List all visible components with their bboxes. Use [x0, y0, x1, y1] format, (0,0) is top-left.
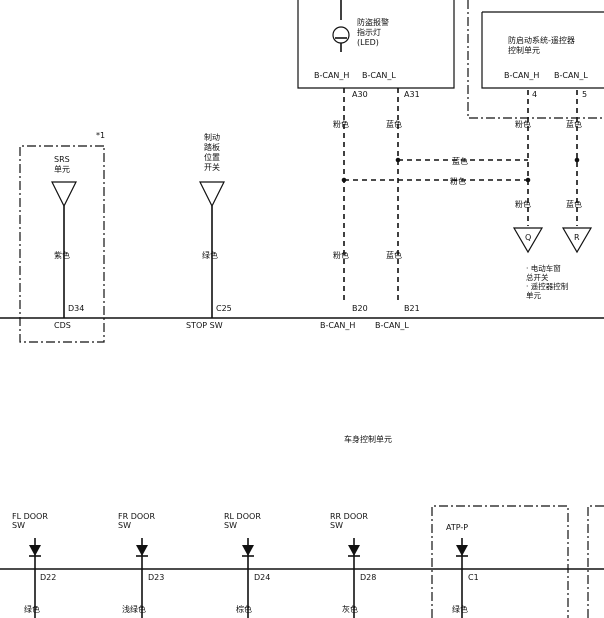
- srs-pin: CDS: [54, 321, 71, 330]
- antitheft-term-4: 4: [532, 90, 537, 99]
- antitheft-controller-module: 防启动系统-遥控器 控制单元 B-CAN_H B-CAN_L 4 5: [467, 0, 604, 119]
- rr-door-term: D28: [360, 573, 376, 582]
- connector-q-icon: [512, 227, 544, 254]
- body-control-unit-label: 车身控制单元: [344, 434, 392, 444]
- rr-door-label-1: RR DOOR: [330, 512, 368, 521]
- can-note-2: 总开关: [526, 272, 549, 282]
- atp-p-term: C1: [468, 573, 479, 582]
- brake-label-3: 位置: [204, 152, 220, 162]
- atp-p-switch: ATP-P C1 绿色: [446, 523, 479, 618]
- fl-door-label-1: FL DOOR: [12, 512, 48, 521]
- rl-door-color: 棕色: [236, 604, 252, 614]
- can-note-4: 单元: [526, 290, 541, 300]
- led-pin-l: B-CAN_L: [362, 71, 396, 80]
- led-label-3: (LED): [357, 38, 379, 47]
- atp-p-color: 绿色: [452, 604, 468, 614]
- atp-p-box: [431, 505, 569, 618]
- connector-q-label: Q: [525, 233, 531, 242]
- fr-door-switch: FR DOOR SW D23 浅绿色: [118, 512, 164, 618]
- brake-pin: STOP SW: [186, 321, 223, 330]
- srs-term: D34: [68, 304, 84, 313]
- rr-door-diode-icon: [348, 545, 360, 556]
- rr-door-switch: RR DOOR SW D28 灰色: [330, 512, 376, 618]
- term-b20: B20: [352, 304, 368, 313]
- rl-door-label-2: SW: [224, 521, 237, 530]
- fr-door-term: D23: [148, 573, 164, 582]
- srs-label-1: SRS: [54, 155, 70, 164]
- rl-door-term: D24: [254, 573, 270, 582]
- rl-door-label-1: RL DOOR: [224, 512, 261, 521]
- antitheft-label-2: 控制单元: [508, 45, 540, 55]
- srs-unit: *1 SRS 单元 紫色 D34 CDS: [19, 131, 105, 343]
- bcm-pin-can-l: B-CAN_L: [375, 321, 409, 330]
- srs-label-2: 单元: [54, 164, 70, 174]
- brake-label-2: 踏板: [204, 142, 220, 152]
- can-note-3: · 遥控器控制: [526, 281, 568, 291]
- connector-r-label: R: [574, 233, 580, 242]
- bcm-pin-can-h: B-CAN_H: [320, 321, 355, 330]
- led-lamp-icon: [332, 26, 350, 44]
- connector-r-icon: [561, 227, 593, 254]
- fl-door-switch: FL DOOR SW D22 绿色: [12, 512, 56, 618]
- can-note-1: · 电动车窗: [526, 263, 561, 273]
- rl-door-diode-icon: [242, 545, 254, 556]
- rr-door-color: 灰色: [342, 604, 358, 614]
- fl-door-color: 绿色: [24, 604, 40, 614]
- wire-color-cross-h: 粉色: [450, 176, 466, 186]
- brake-label-1: 制动: [204, 132, 220, 142]
- antitheft-term-5: 5: [582, 90, 587, 99]
- atp-p-label: ATP-P: [446, 523, 468, 532]
- led-label-2: 指示灯: [357, 27, 381, 37]
- srs-note: *1: [96, 131, 105, 140]
- rr-door-label-2: SW: [330, 521, 343, 530]
- srs-wire-color: 紫色: [54, 250, 70, 260]
- brake-connector-icon: [199, 181, 225, 208]
- fr-door-diode-icon: [136, 545, 148, 556]
- antitheft-pin-h: B-CAN_H: [504, 71, 539, 80]
- wire-color-cross-l: 蓝色: [452, 156, 468, 166]
- led-label-1: 防盗报警: [357, 17, 389, 27]
- rl-door-switch: RL DOOR SW D24 棕色: [224, 512, 270, 618]
- fr-door-color: 浅绿色: [122, 604, 146, 614]
- wire-color-upper-l: 蓝色: [386, 119, 402, 129]
- term-a31: A31: [404, 90, 420, 99]
- brake-wire-color: 绿色: [202, 250, 218, 260]
- srs-connector-icon: [51, 181, 77, 208]
- term-b21: B21: [404, 304, 420, 313]
- brake-term: C25: [216, 304, 232, 313]
- fl-door-label-2: SW: [12, 521, 25, 530]
- brake-pedal-switch: 制动 踏板 位置 开关 绿色 C25 STOP SW: [186, 132, 232, 330]
- wire-color-upper-h: 粉色: [333, 119, 349, 129]
- can-bus-wiring: [341, 88, 580, 300]
- fr-door-label-1: FR DOOR: [118, 512, 155, 521]
- antitheft-label-1: 防启动系统-遥控器: [508, 35, 575, 45]
- atp-p-diode-icon: [456, 545, 468, 556]
- fr-door-label-2: SW: [118, 521, 131, 530]
- brake-label-4: 开关: [204, 162, 220, 172]
- fl-door-term: D22: [40, 573, 56, 582]
- wire-color-right-l: 蓝色: [566, 119, 582, 129]
- right-partial-box: [587, 505, 604, 618]
- wire-color-rlow-h: 粉色: [515, 199, 531, 209]
- wire-color-rlow-l: 蓝色: [566, 199, 582, 209]
- immobilizer-led-module: 防盗报警 指示灯 (LED) B-CAN_H B-CAN_L: [297, 0, 455, 89]
- wire-color-right-h: 粉色: [515, 119, 531, 129]
- wire-color-lower-l: 蓝色: [386, 250, 402, 260]
- antitheft-pin-l: B-CAN_L: [554, 71, 588, 80]
- term-a30: A30: [352, 90, 368, 99]
- led-pin-h: B-CAN_H: [314, 71, 349, 80]
- wire-color-lower-h: 粉色: [333, 250, 349, 260]
- fl-door-diode-icon: [29, 545, 41, 556]
